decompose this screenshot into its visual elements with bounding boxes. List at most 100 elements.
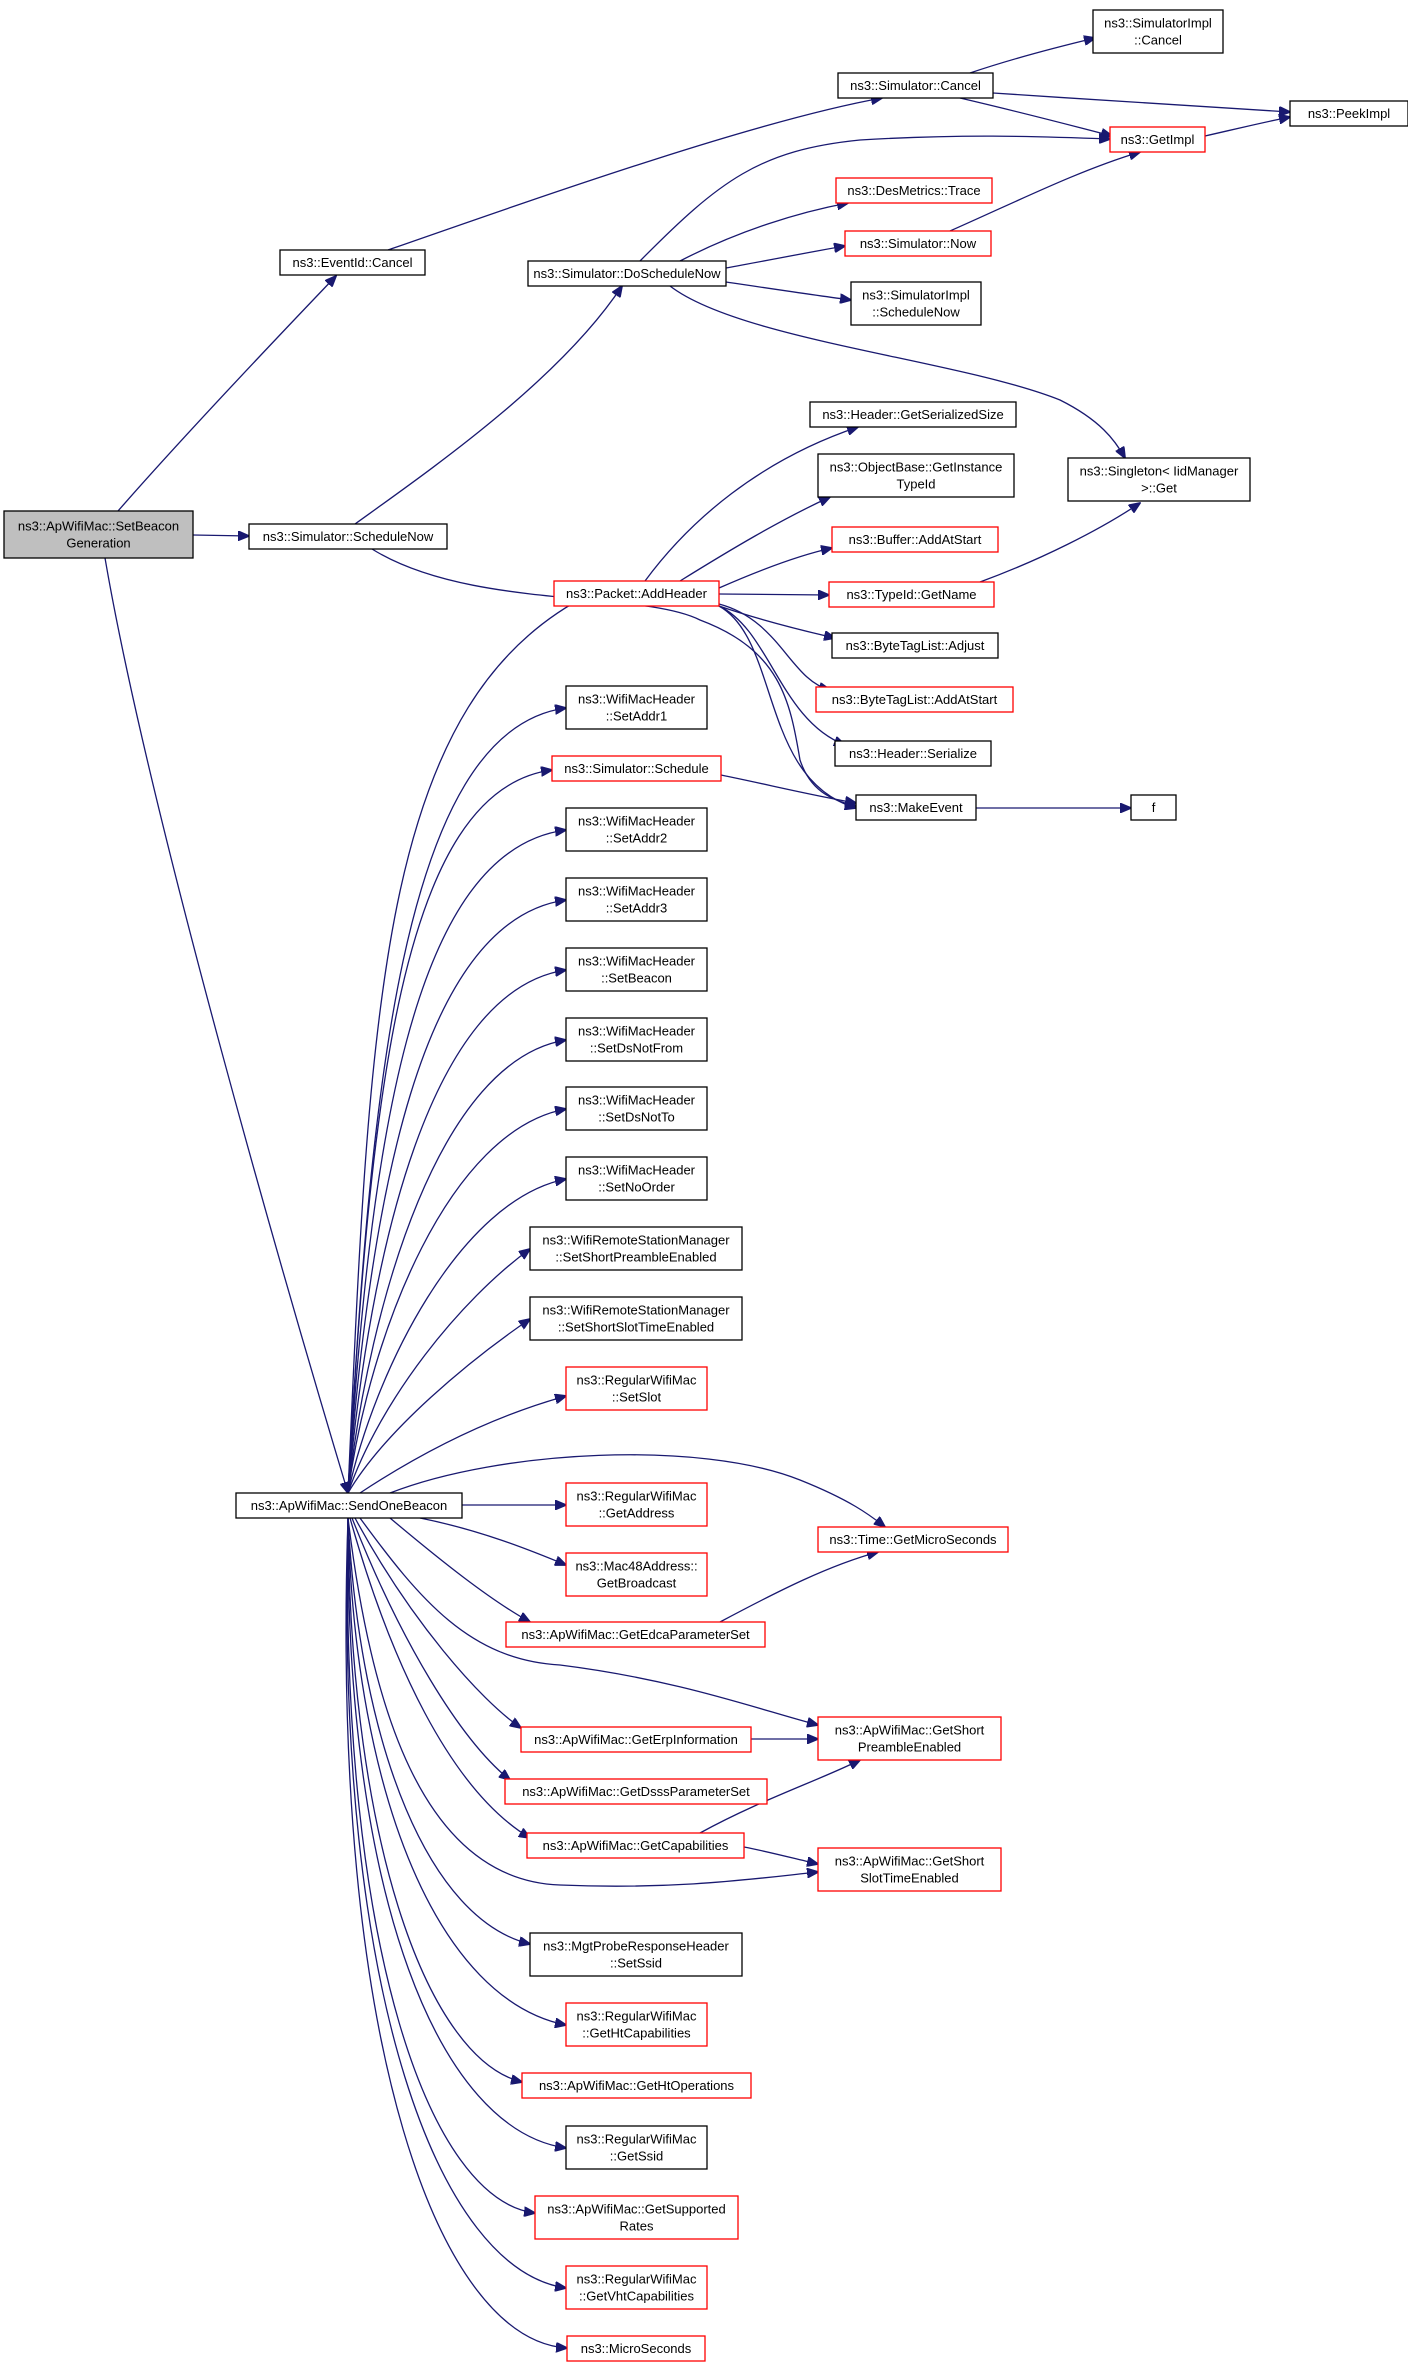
node-box (817, 1716, 1002, 1761)
node-apwm-getdsss[interactable]: ns3::ApWifiMac::GetDsssParameterSet (504, 1778, 768, 1805)
node-box (551, 755, 722, 782)
node-label: ::SetBeacon (601, 971, 672, 986)
node-box (565, 2002, 708, 2047)
node-wrsm-setshortslot[interactable]: ns3::WifiRemoteStationManager::SetShortS… (529, 1296, 743, 1341)
node-label: ::ScheduleNow (872, 305, 960, 320)
node-time-getmicroseconds[interactable]: ns3::Time::GetMicroSeconds (817, 1526, 1009, 1553)
node-label: ::SetAddr3 (606, 901, 667, 916)
node-box (815, 686, 1014, 713)
node-typeid-getname[interactable]: ns3::TypeId::GetName (828, 581, 995, 608)
node-wmh-setbeacon[interactable]: ns3::WifiMacHeader::SetBeacon (565, 947, 708, 992)
node-label: ns3::WifiRemoteStationManager (542, 1233, 730, 1248)
edge-apwm_sendonebeacon-to-mac48_getbroadcast (419, 1517, 566, 1565)
node-bytetaglist-addatstart[interactable]: ns3::ByteTagList::AddAtStart (815, 686, 1014, 713)
node-sim-doschedulenow[interactable]: ns3::Simulator::DoScheduleNow (527, 260, 727, 287)
node-wmh-setaddr2[interactable]: ns3::WifiMacHeader::SetAddr2 (565, 807, 708, 852)
node-label: ns3::ApWifiMac::GetHtOperations (539, 2078, 735, 2093)
node-box (817, 1526, 1009, 1553)
edge-sim_doschedulenow-to-singleton_get (669, 285, 1125, 458)
node-label: ns3::Header::Serialize (849, 746, 977, 761)
node-label: ns3::WifiMacHeader (578, 692, 696, 707)
node-label: ns3::Simulator::Cancel (850, 78, 981, 93)
node-getimpl[interactable]: ns3::GetImpl (1109, 126, 1206, 153)
node-header-serialize[interactable]: ns3::Header::Serialize (834, 740, 992, 767)
node-makeevent[interactable]: ns3::MakeEvent (855, 794, 977, 821)
edge-sim_cancel-to-simimpl_cancel (969, 38, 1095, 74)
node-wmh-setdsnotfrom[interactable]: ns3::WifiMacHeader::SetDsNotFrom (565, 1017, 708, 1062)
node-label: ::SetShortPreambleEnabled (555, 1250, 716, 1265)
node-peekimpl[interactable]: ns3::PeekImpl (1289, 100, 1408, 127)
edge-packet_addheader-to-bytetaglist_adjust (718, 605, 835, 638)
node-sim-schedule[interactable]: ns3::Simulator::Schedule (551, 755, 722, 782)
edge-sim_now-to-getimpl (949, 152, 1140, 232)
node-apwm-getedca[interactable]: ns3::ApWifiMac::GetEdcaParameterSet (505, 1621, 766, 1648)
node-apwm-geterp[interactable]: ns3::ApWifiMac::GetErpInformation (520, 1726, 752, 1753)
node-sim-schedulenow[interactable]: ns3::Simulator::ScheduleNow (248, 523, 448, 550)
node-box (248, 523, 448, 550)
node-label: ns3::ApWifiMac::SetBeacon (18, 519, 179, 534)
edge-apwm_sendonebeacon-to-apwm_geterp (354, 1517, 521, 1728)
node-rwm-getvhtcap[interactable]: ns3::RegularWifiMac::GetVhtCapabilities (565, 2265, 708, 2310)
node-f[interactable]: f (1130, 794, 1177, 821)
node-label: ns3::PeekImpl (1308, 106, 1390, 121)
edge-apwm_sendonebeacon-to-wmh_setaddr1 (347, 708, 566, 1494)
node-box (235, 1492, 463, 1519)
node-mac48-getbroadcast[interactable]: ns3::Mac48Address::GetBroadcast (565, 1552, 708, 1597)
node-box (534, 2195, 739, 2240)
edge-root-to-sim_schedulenow (192, 535, 249, 536)
node-label: ns3::ObjectBase::GetInstance (830, 460, 1003, 475)
node-singleton-get[interactable]: ns3::Singleton< IidManager>::Get (1067, 457, 1251, 502)
node-microseconds[interactable]: ns3::MicroSeconds (566, 2335, 706, 2362)
node-apwm-sendonebeacon[interactable]: ns3::ApWifiMac::SendOneBeacon (235, 1492, 463, 1519)
edge-apwm_sendonebeacon-to-apwm_getdsss (351, 1517, 510, 1780)
node-apwm-gethtops[interactable]: ns3::ApWifiMac::GetHtOperations (521, 2072, 752, 2099)
node-buffer-addatstart[interactable]: ns3::Buffer::AddAtStart (831, 526, 999, 553)
node-rwm-getssid[interactable]: ns3::RegularWifiMac::GetSsid (565, 2125, 708, 2170)
node-sim-cancel[interactable]: ns3::Simulator::Cancel (837, 72, 994, 99)
edge-packet_addheader-to-objectbase_getinstancetypeid (679, 497, 830, 582)
node-packet-addheader[interactable]: ns3::Packet::AddHeader (553, 580, 720, 607)
edge-apwm_sendonebeacon-to-rwm_getssid (347, 1517, 566, 2148)
node-eventid-cancel[interactable]: ns3::EventId::Cancel (279, 249, 426, 276)
edge-packet_addheader-to-buffer_addatstart (718, 548, 832, 589)
node-simimpl-cancel[interactable]: ns3::SimulatorImpl::Cancel (1092, 9, 1224, 54)
node-box (1289, 100, 1408, 127)
edge-packet_addheader-to-header_serialize (718, 605, 845, 745)
node-rwm-getaddress[interactable]: ns3::RegularWifiMac::GetAddress (565, 1482, 708, 1527)
node-bytetaglist-adjust[interactable]: ns3::ByteTagList::Adjust (831, 632, 999, 659)
node-label: ns3::WifiRemoteStationManager (542, 1303, 730, 1318)
node-sim-now[interactable]: ns3::Simulator::Now (844, 230, 992, 257)
node-rwm-setslot[interactable]: ns3::RegularWifiMac::SetSlot (565, 1366, 708, 1411)
node-apwm-getcapabilities[interactable]: ns3::ApWifiMac::GetCapabilities (526, 1832, 745, 1859)
node-box (279, 249, 426, 276)
node-label: ns3::Singleton< IidManager (1080, 464, 1239, 479)
node-box (828, 581, 995, 608)
node-box (831, 632, 999, 659)
node-header-getserializedsize[interactable]: ns3::Header::GetSerializedSize (809, 401, 1017, 428)
node-label: ns3::ByteTagList::AddAtStart (832, 692, 998, 707)
edge-sim_doschedulenow-to-simimpl_schedulenow (725, 281, 851, 300)
node-label: ns3::MicroSeconds (581, 2341, 692, 2356)
node-desmetrics-trace[interactable]: ns3::DesMetrics::Trace (835, 177, 993, 204)
node-mprh-setssid[interactable]: ns3::MgtProbeResponseHeader::SetSsid (529, 1932, 743, 1977)
node-wmh-setaddr3[interactable]: ns3::WifiMacHeader::SetAddr3 (565, 877, 708, 922)
node-box (520, 1726, 752, 1753)
node-rwm-gethtcap[interactable]: ns3::RegularWifiMac::GetHtCapabilities (565, 2002, 708, 2047)
node-wrsm-setshortpreamble[interactable]: ns3::WifiRemoteStationManager::SetShortP… (529, 1226, 743, 1271)
node-simimpl-schedulenow[interactable]: ns3::SimulatorImpl::ScheduleNow (850, 281, 982, 326)
node-wmh-setnoorder[interactable]: ns3::WifiMacHeader::SetNoOrder (565, 1156, 708, 1201)
edge-packet_addheader-to-makeevent (718, 605, 856, 808)
node-wmh-setaddr1[interactable]: ns3::WifiMacHeader::SetAddr1 (565, 685, 708, 730)
node-box (837, 72, 994, 99)
node-label: ns3::Mac48Address:: (575, 1559, 697, 1574)
node-label: ::GetAddress (599, 1506, 675, 1521)
node-label: ns3::RegularWifiMac (577, 1489, 697, 1504)
node-box (565, 685, 708, 730)
node-wmh-setdsnotto[interactable]: ns3::WifiMacHeader::SetDsNotTo (565, 1086, 708, 1131)
node-label: ns3::ApWifiMac::GetEdcaParameterSet (521, 1627, 750, 1642)
